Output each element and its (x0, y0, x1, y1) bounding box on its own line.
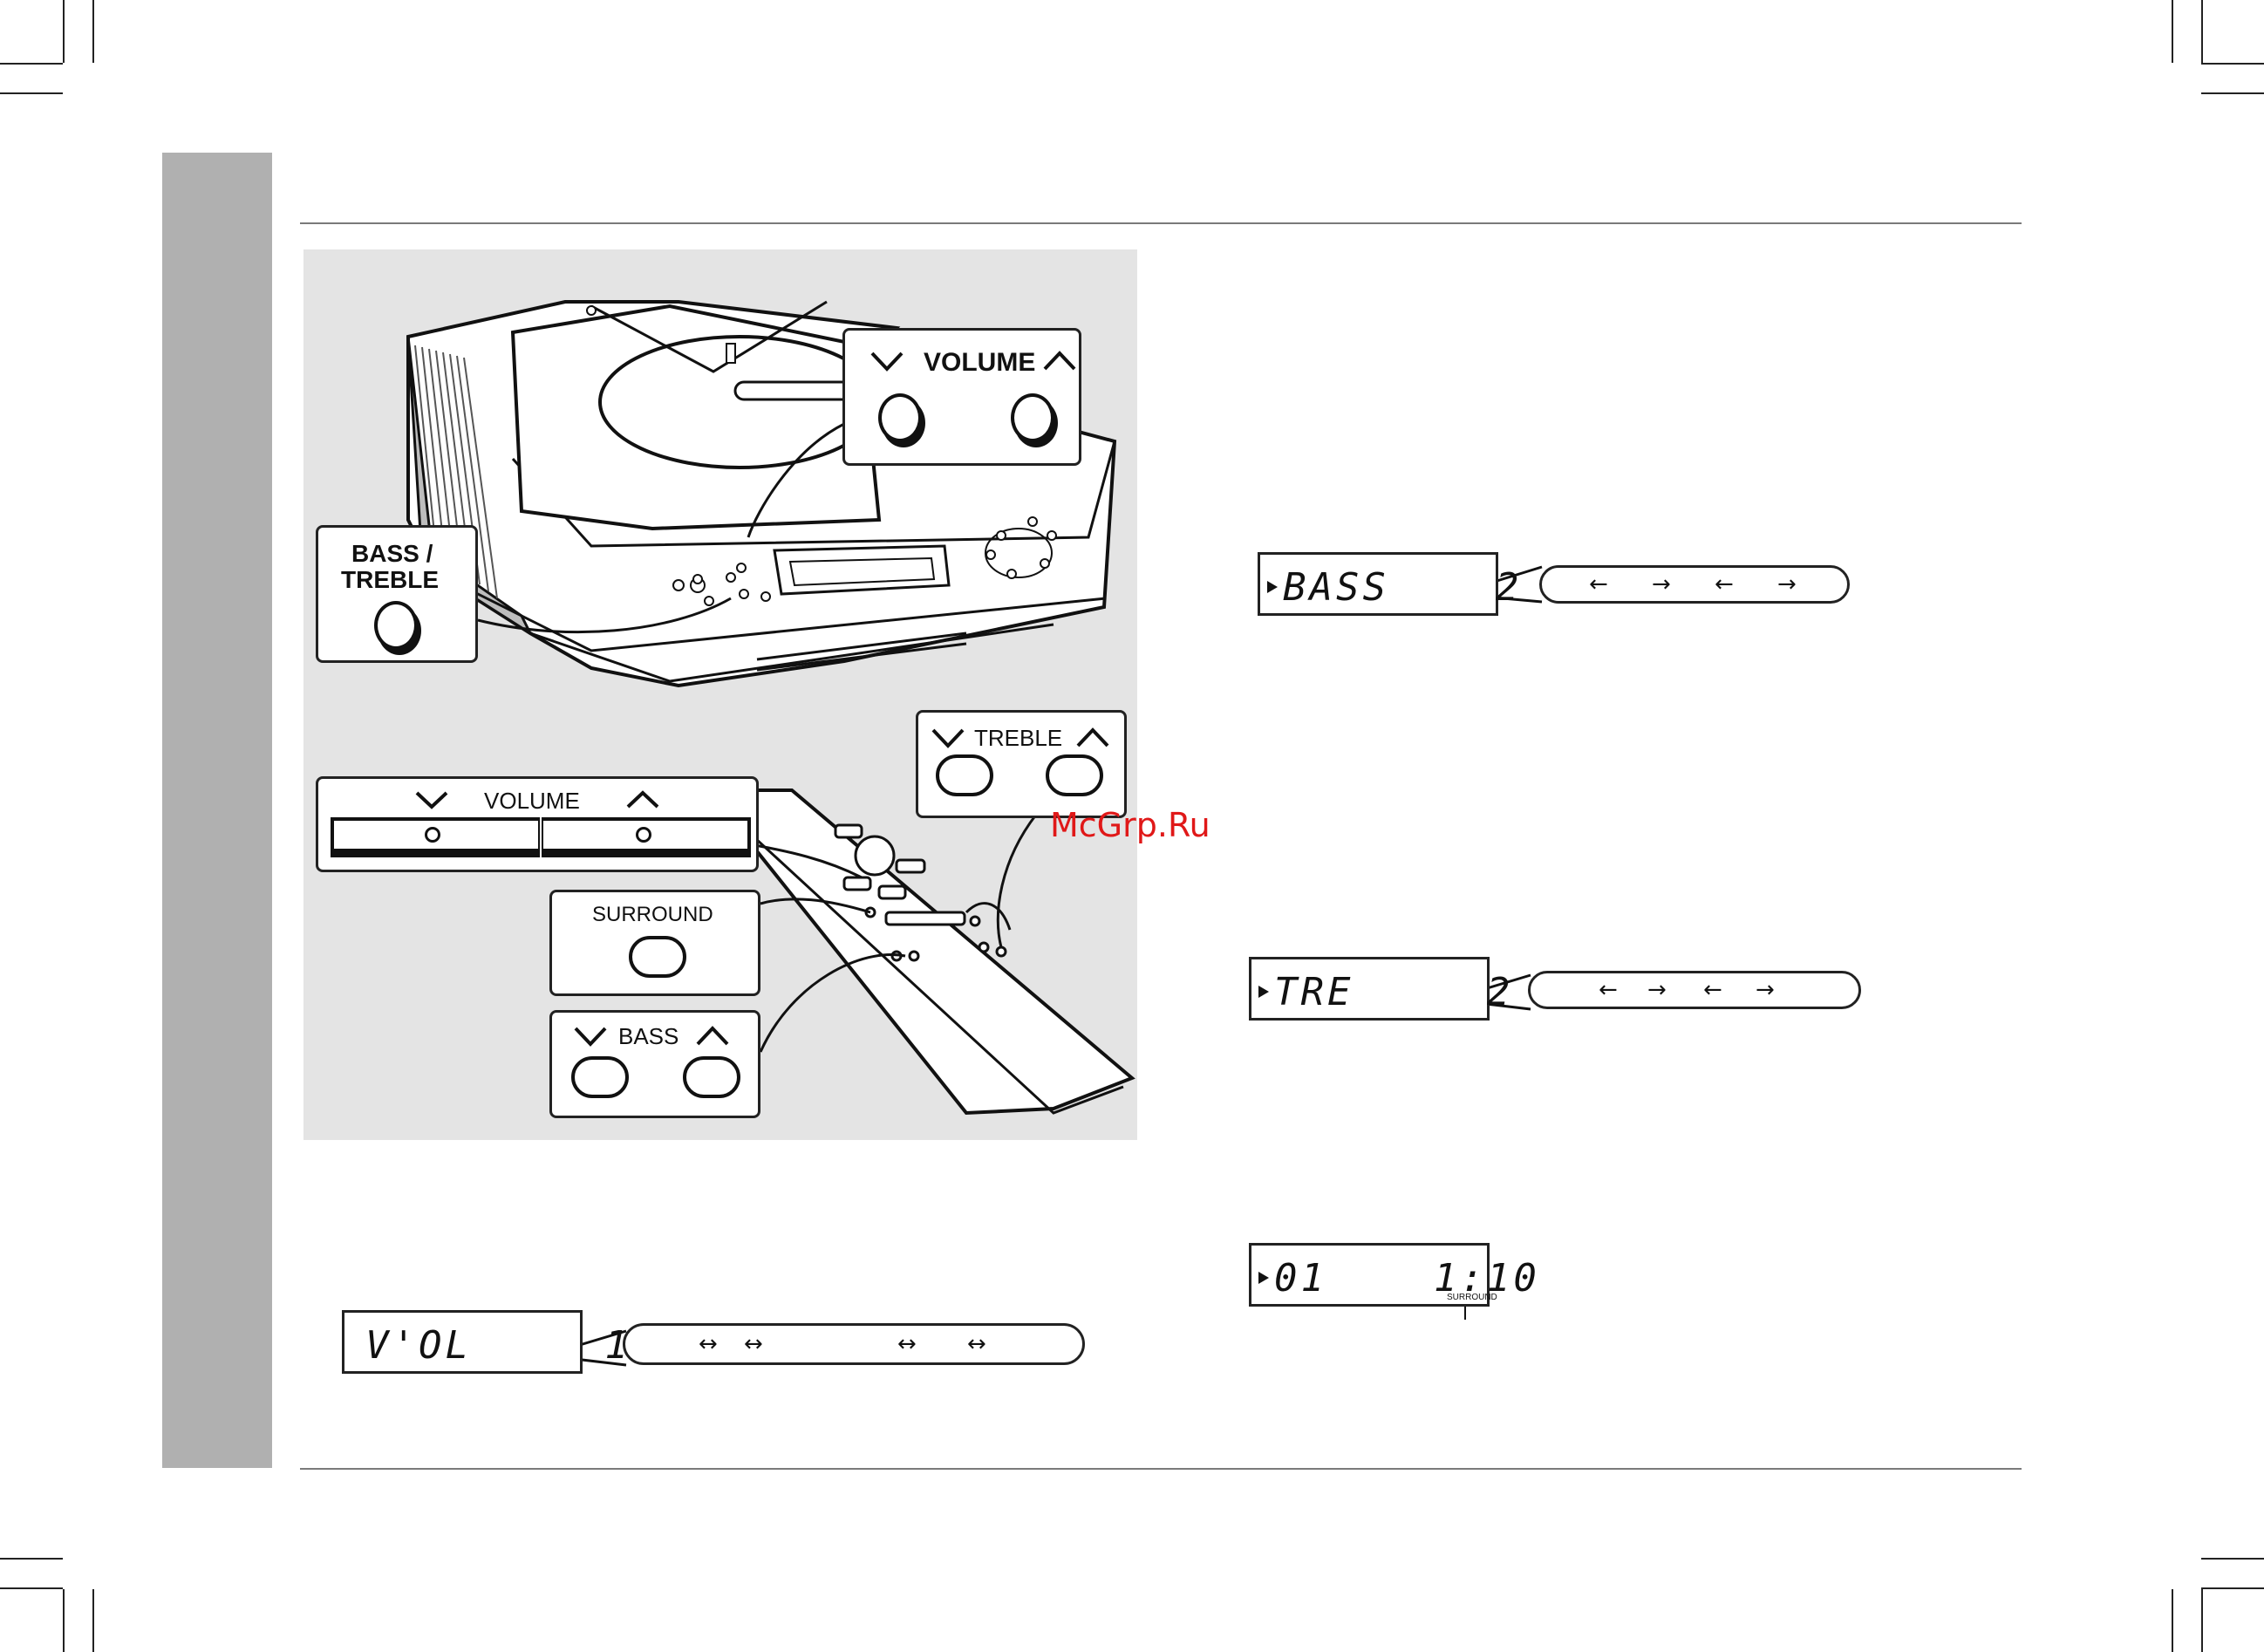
remote-volume-label: VOLUME (484, 788, 580, 815)
surround-display: 01 1:10 SURROUND (1249, 1243, 1490, 1307)
volume-level-sequence: ↔ ↔ ↔ ↔ (623, 1323, 1085, 1365)
unit-volume-callout: VOLUME (842, 328, 1081, 466)
treble-down-icon (931, 727, 965, 749)
remote-bass-up-button[interactable] (683, 1056, 740, 1098)
remote-surround-callout: SURROUND (549, 890, 760, 996)
treble-display-text: TRE 2 (1274, 973, 1513, 1012)
header-rule (300, 222, 2022, 224)
volume-seq-arrow-4: ↔ (967, 1333, 986, 1355)
bass-display-text: BASS 2 (1283, 569, 1522, 607)
remote-treble-callout: TREBLE (916, 710, 1127, 818)
treble-level-sequence: ← → ← → (1528, 971, 1861, 1009)
treble-seq-arrow-3: ← (1703, 979, 1722, 1001)
volume-seq-arrow-2: ↔ (744, 1333, 763, 1355)
bass-treble-label-line1: BASS / (351, 540, 433, 568)
unit-bass-treble-callout: BASS / TREBLE (316, 525, 478, 663)
treble-seq-arrow-2: → (1647, 979, 1667, 1001)
bass-seq-arrow-2: → (1652, 573, 1671, 596)
remote-volume-up-dot-icon (636, 827, 651, 843)
play-indicator-icon (1267, 581, 1278, 593)
remote-surround-button[interactable] (629, 936, 686, 978)
watermark: McGrp.Ru (1050, 806, 1210, 844)
surround-display-text: 01 1:10 (1274, 1259, 1540, 1298)
remote-volume-up-icon (625, 789, 660, 810)
unit-volume-label: VOLUME (924, 348, 1035, 378)
treble-seq-arrow-1: ← (1599, 979, 1618, 1001)
section-sidebar (162, 153, 272, 1468)
remote-treble-down-button[interactable] (936, 754, 993, 796)
bass-down-icon (573, 1025, 608, 1048)
bass-treble-label-line2: TREBLE (341, 566, 439, 594)
remote-bass-label: BASS (618, 1023, 679, 1050)
illustration-panel: VOLUME BASS / TREBLE TREBLE VOLUME SURRO… (303, 249, 1137, 1140)
bass-seq-arrow-1: ← (1589, 573, 1608, 596)
unit-bass-treble-button[interactable] (374, 601, 418, 650)
volume-display-text: V'OL 10 (365, 1327, 658, 1365)
play-indicator-icon (1258, 986, 1269, 998)
bass-up-icon (695, 1025, 730, 1048)
treble-seq-arrow-4: → (1756, 979, 1775, 1001)
remote-bass-down-button[interactable] (571, 1056, 629, 1098)
remote-volume-callout: VOLUME (316, 776, 759, 872)
remote-treble-label: TREBLE (974, 725, 1062, 752)
unit-volume-up-button[interactable] (1011, 393, 1054, 442)
treble-display: TRE 2 (1249, 957, 1490, 1021)
treble-up-icon (1075, 727, 1110, 749)
surround-label: SURROUND (592, 903, 713, 927)
remote-volume-down-icon (414, 789, 449, 810)
remote-bass-callout: BASS (549, 1010, 760, 1118)
bass-seq-arrow-4: → (1777, 573, 1797, 596)
bass-display: BASS 2 (1258, 552, 1498, 616)
bass-level-sequence: ← → ← → (1539, 565, 1850, 604)
volume-display: V'OL 10 (342, 1310, 583, 1374)
volume-seq-arrow-3: ↔ (897, 1333, 917, 1355)
remote-volume-up-button[interactable] (542, 817, 751, 852)
unit-volume-down-button[interactable] (878, 393, 922, 442)
footer-rule (300, 1468, 2022, 1470)
bass-seq-arrow-3: ← (1715, 573, 1734, 596)
remote-treble-up-button[interactable] (1046, 754, 1103, 796)
volume-seq-arrow-1: ↔ (699, 1333, 718, 1355)
volume-down-icon (869, 350, 904, 372)
surround-indicator: SURROUND (1447, 1293, 1497, 1302)
remote-volume-down-button[interactable] (331, 817, 540, 852)
volume-up-icon (1042, 350, 1077, 372)
play-indicator-icon (1258, 1272, 1269, 1284)
remote-volume-down-dot-icon (425, 827, 440, 843)
